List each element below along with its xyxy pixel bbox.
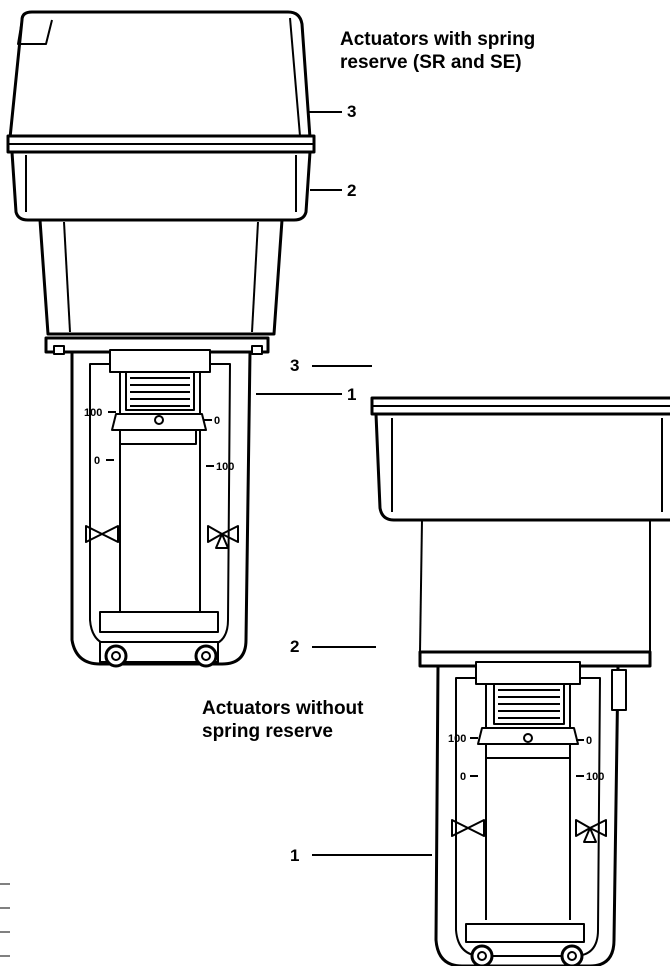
scale-label-left-bottom-2: 0 (460, 771, 466, 783)
caption-spring-reserve: Actuators with spring reserve (SR and SE… (340, 29, 536, 73)
scale-label-left-top: 100 (84, 407, 102, 419)
scale-label-left-top-2: 100 (448, 733, 466, 745)
callout-1-top: 1 (347, 385, 357, 404)
margin-marks (0, 883, 10, 957)
callout-2-bottom: 2 (290, 637, 300, 656)
callout-3-bottom: 3 (290, 356, 300, 375)
callout-1-bottom: 1 (290, 846, 300, 865)
housing (10, 150, 312, 222)
lower-body (38, 218, 284, 336)
scale-label-right-bottom: 100 (216, 461, 234, 473)
callout-2-top: 2 (347, 181, 357, 200)
scale-label-right-top: 0 (214, 415, 220, 427)
scale-label-right-bottom-2: 100 (586, 771, 604, 783)
actuator-no-spring-reserve (370, 390, 670, 966)
actuator-spring-reserve (6, 10, 316, 668)
housing (374, 412, 670, 522)
scale-label-left-bottom: 0 (94, 455, 100, 467)
cover (8, 10, 312, 140)
scale-label-right-top-2: 0 (586, 735, 592, 747)
leader-lines (256, 111, 432, 856)
caption-no-spring-reserve: Actuators without spring reserve (202, 698, 364, 742)
callout-3-top: 3 (347, 102, 357, 121)
